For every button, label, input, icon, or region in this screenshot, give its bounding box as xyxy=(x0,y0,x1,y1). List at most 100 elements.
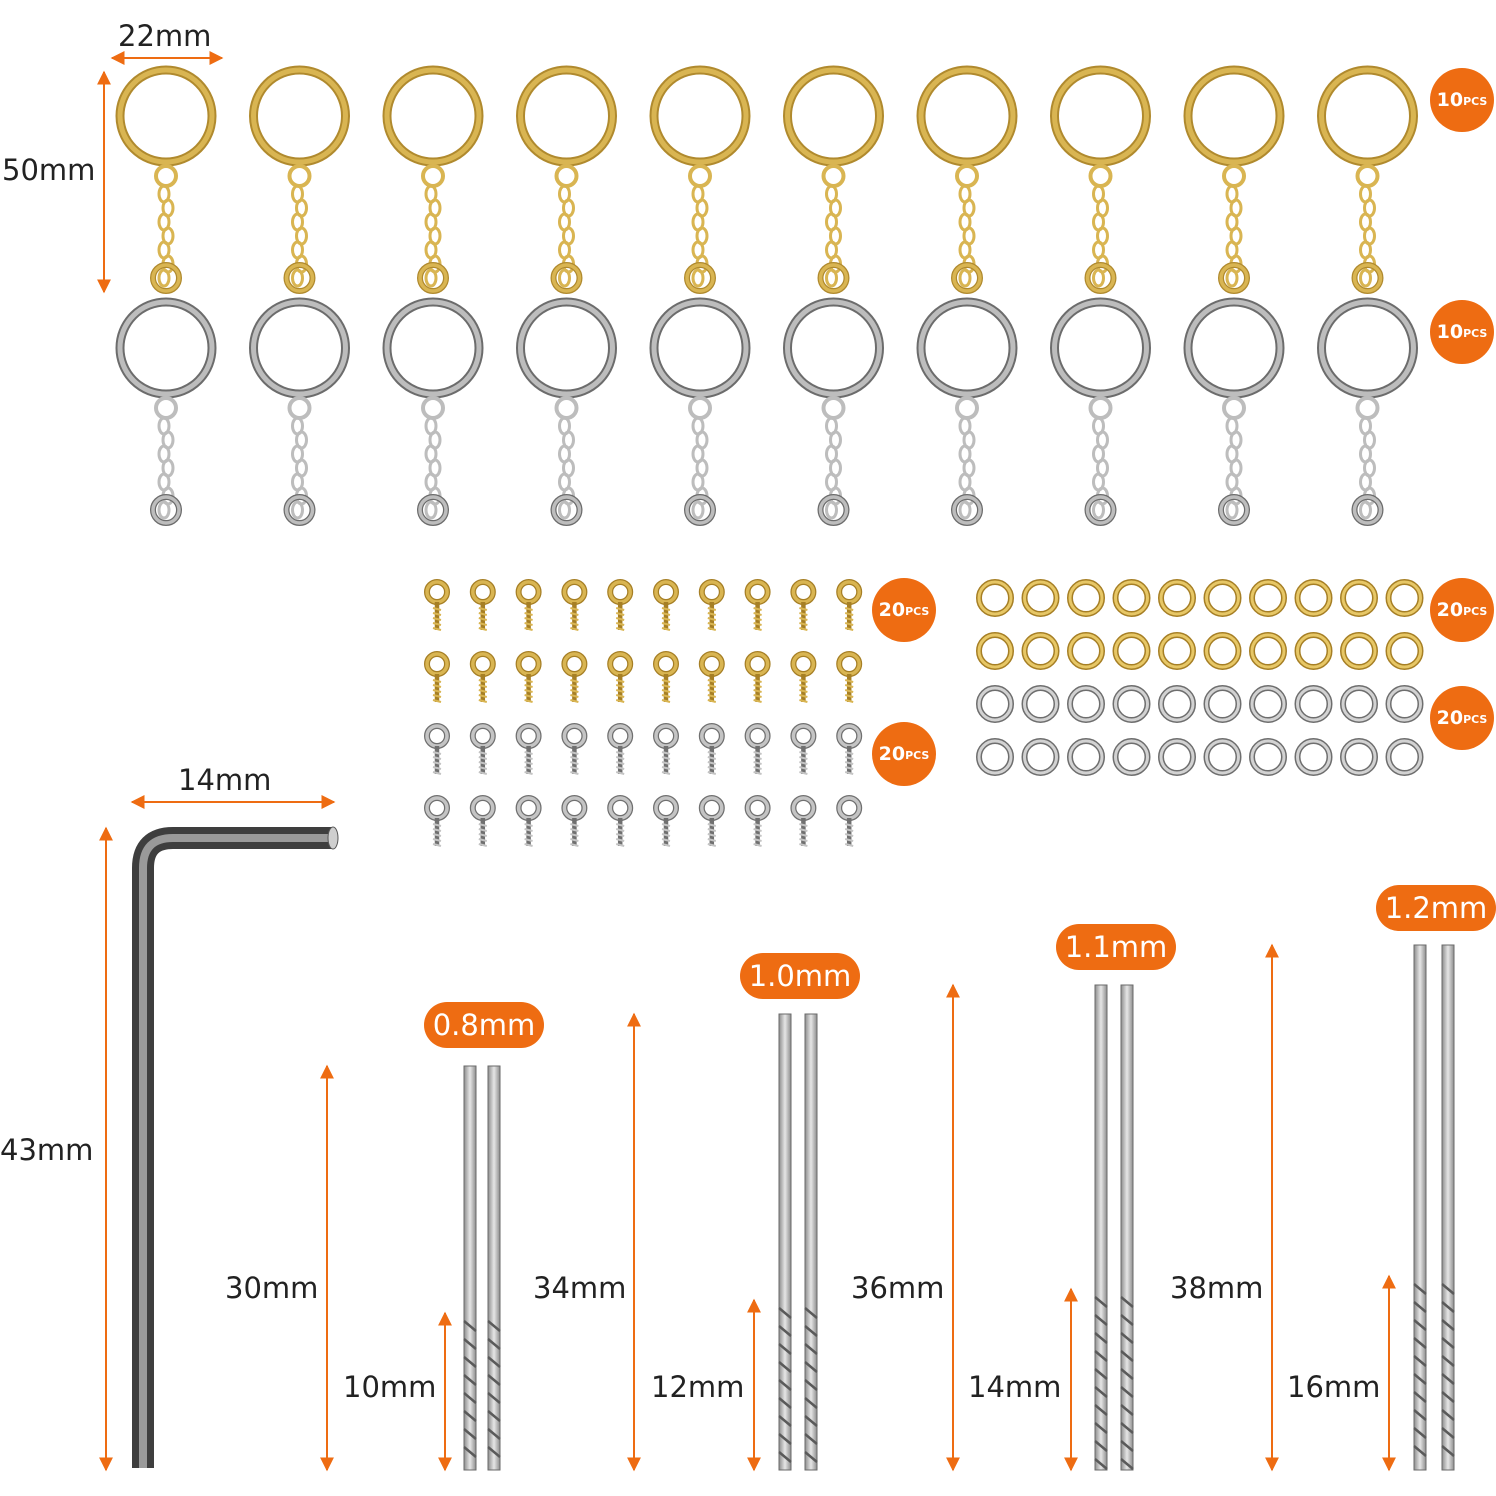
keychain xyxy=(516,297,617,526)
keychain xyxy=(649,65,751,294)
eye-screw xyxy=(424,723,450,775)
eye-screw xyxy=(653,651,679,703)
eye-screw xyxy=(836,795,863,847)
keychain-width-label: 22mm xyxy=(118,19,212,53)
jump-ring xyxy=(1249,738,1287,776)
qty-number: 20 xyxy=(1436,598,1464,621)
jump-ring xyxy=(1294,738,1333,776)
drill-length-label-1: 34mm xyxy=(533,1271,627,1305)
keychain xyxy=(249,65,350,294)
qty-unit: PCS xyxy=(905,749,930,762)
jump-ring xyxy=(1340,685,1378,723)
keychain xyxy=(1183,297,1285,526)
qty-unit: PCS xyxy=(1463,327,1488,340)
eye-screw xyxy=(607,795,634,847)
jump-ring xyxy=(1294,579,1333,617)
jump-ring xyxy=(976,579,1014,617)
eye-screw xyxy=(836,651,863,703)
jump-ring xyxy=(1067,632,1105,670)
jump-ring xyxy=(976,685,1014,723)
drill-bit-1 xyxy=(778,1013,792,1471)
keychain xyxy=(1317,65,1418,294)
drill-flute-label-1: 12mm xyxy=(651,1370,745,1404)
eye-screw xyxy=(515,723,542,775)
eye-screw xyxy=(790,723,817,775)
keychain xyxy=(783,297,884,526)
jump-ring xyxy=(1158,685,1196,723)
keychain xyxy=(1183,65,1285,294)
eye-screw xyxy=(515,795,542,847)
jump-ring xyxy=(1294,632,1333,670)
jump-ring xyxy=(1112,632,1151,670)
eye-screw xyxy=(698,579,725,631)
jump-ring xyxy=(1249,579,1287,617)
qty-unit: PCS xyxy=(1463,95,1488,108)
jump-ring xyxy=(1249,685,1287,723)
keychain xyxy=(382,297,484,526)
jump-ring xyxy=(1112,685,1151,723)
eye-screw xyxy=(561,723,588,775)
drill-size-badge-1: 1.0mm xyxy=(740,953,860,999)
keychain xyxy=(1317,297,1418,526)
eye-screw xyxy=(790,579,817,631)
eye-screw xyxy=(836,579,863,631)
qty-number: 10 xyxy=(1436,320,1464,343)
eye-screw xyxy=(561,795,588,847)
eye-screw-grid xyxy=(424,579,863,847)
qty-unit: PCS xyxy=(1463,605,1488,618)
qty-number: 20 xyxy=(878,598,906,621)
jump-ring xyxy=(1021,632,1060,670)
eye-screw xyxy=(607,651,634,703)
keychain-height-label: 50mm xyxy=(2,153,96,187)
jump-ring xyxy=(1158,579,1196,617)
drill-bit-0 xyxy=(463,1065,477,1471)
eye-screw xyxy=(515,579,542,631)
jump-ring xyxy=(1203,632,1242,670)
hex-key xyxy=(132,826,339,1468)
eye-screw xyxy=(469,651,496,703)
jump-ring xyxy=(1203,579,1242,617)
drill-length-label-2: 36mm xyxy=(851,1271,945,1305)
eye-screw xyxy=(744,723,771,775)
jump-ring xyxy=(1067,579,1105,617)
drill-flute-label-3: 16mm xyxy=(1287,1370,1381,1404)
drill-flute-label-0: 10mm xyxy=(343,1370,437,1404)
jump-ring-grid xyxy=(976,579,1424,776)
silver-keychain-row xyxy=(115,297,1418,526)
keychain xyxy=(115,297,217,526)
jump-ring xyxy=(1385,579,1424,617)
jump-ring xyxy=(976,738,1014,776)
eye-screw xyxy=(561,651,588,703)
drill-length-label-0: 30mm xyxy=(225,1271,319,1305)
keychain xyxy=(649,297,751,526)
eye-screw xyxy=(653,723,679,775)
eye-screw xyxy=(744,579,771,631)
jump-ring xyxy=(1021,685,1060,723)
eye-screw xyxy=(836,723,863,775)
keychain xyxy=(249,297,350,526)
hex-key-width-label: 14mm xyxy=(178,763,272,797)
eye-screw xyxy=(653,579,679,631)
drill-bit-3 xyxy=(1413,944,1427,1471)
jump-ring xyxy=(1112,579,1151,617)
keychain xyxy=(516,65,617,294)
eye-screw xyxy=(424,579,450,631)
jump-ring xyxy=(1249,632,1287,670)
eye-screw xyxy=(744,651,771,703)
eye-screw xyxy=(424,795,450,847)
eye-screw xyxy=(607,723,634,775)
qty-unit: PCS xyxy=(905,605,930,618)
eye-screw xyxy=(469,795,496,847)
eye-screw xyxy=(469,579,496,631)
jump-ring xyxy=(1158,632,1196,670)
drill-bit-1 xyxy=(804,1013,818,1471)
qty-unit: PCS xyxy=(1463,713,1488,726)
keychain xyxy=(916,65,1018,294)
keychain xyxy=(916,297,1018,526)
eye-screw xyxy=(469,723,496,775)
